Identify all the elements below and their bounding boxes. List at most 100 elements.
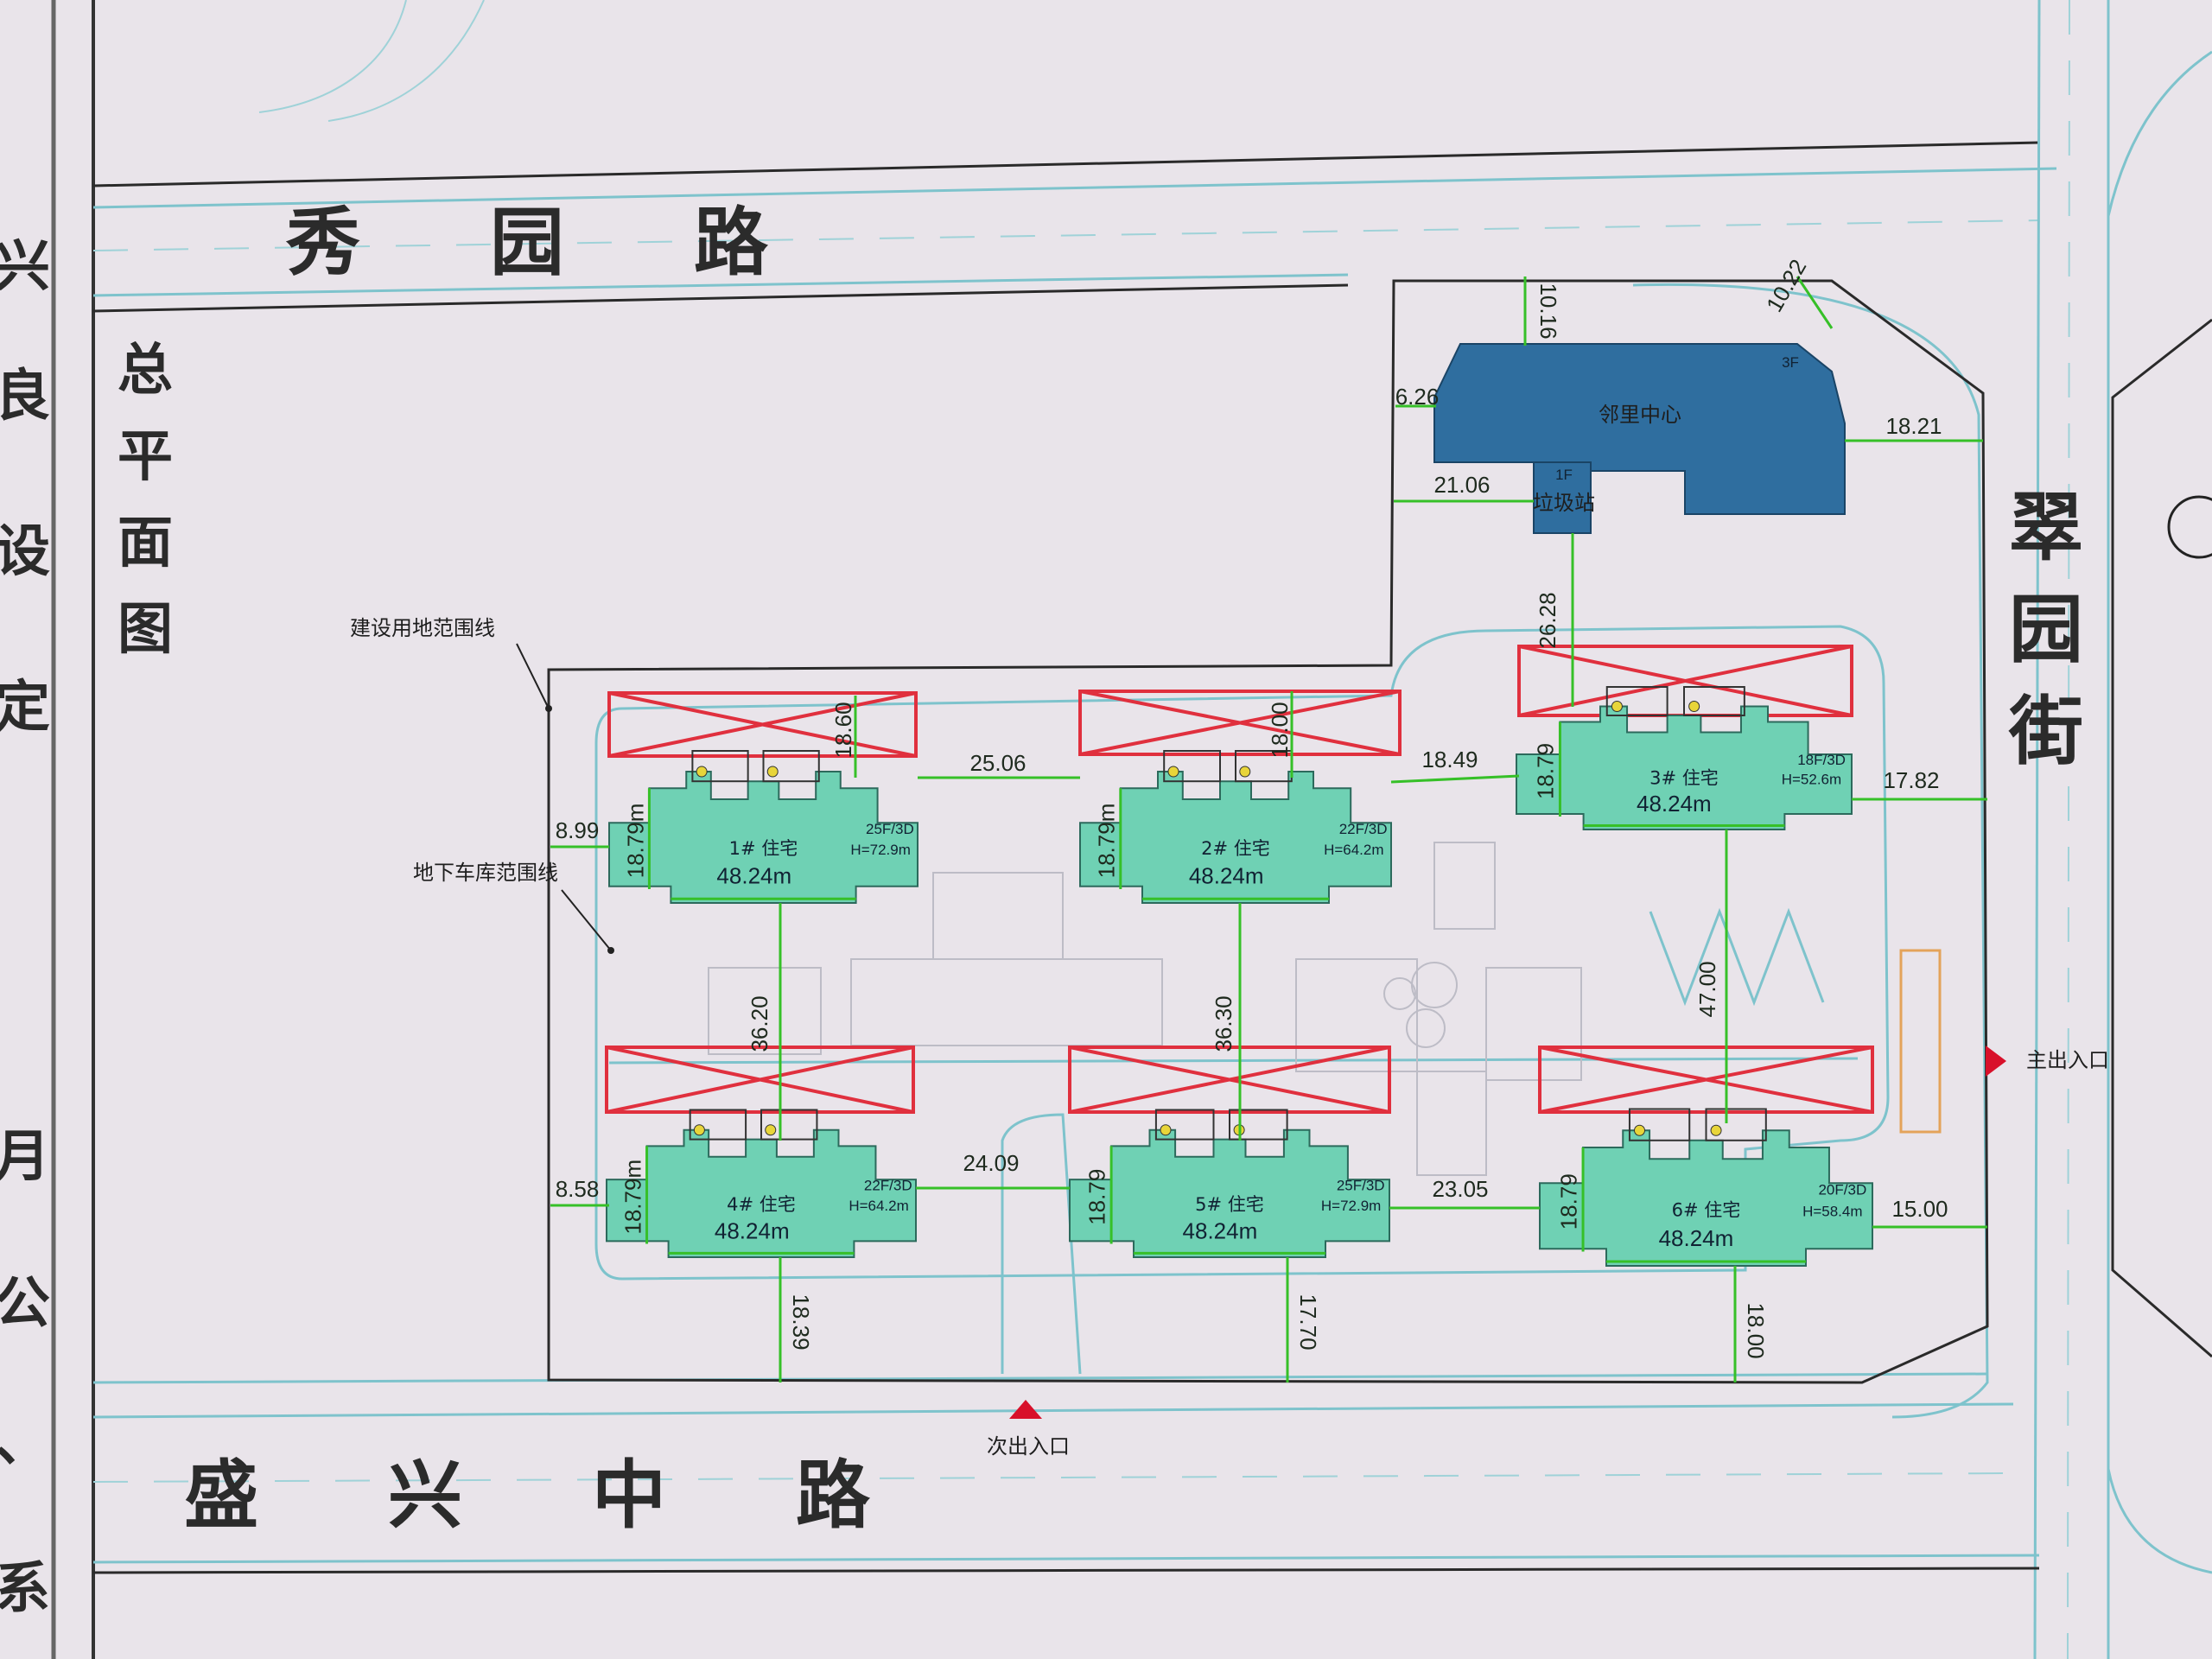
- north-road-name: 秀 园 路: [285, 200, 820, 286]
- landscape-pad: [1416, 1071, 1487, 1176]
- dimension-lines: [550, 276, 1987, 1382]
- landscape-circle: [1383, 977, 1416, 1010]
- dim-23-05: 23.05: [1432, 1176, 1488, 1202]
- opposite-block: [2111, 318, 2212, 1358]
- construction-boundary-line: [547, 279, 1989, 1384]
- building-depth: 18.79m: [622, 804, 648, 879]
- core-marker: [766, 766, 779, 778]
- building-height: H=64.2m: [849, 1198, 908, 1214]
- building-floors: 25F/3D: [866, 821, 914, 837]
- building-height: H=52.6m: [1782, 772, 1841, 788]
- building-length: 48.24m: [1189, 863, 1264, 889]
- reserved-zone: [1078, 690, 1402, 756]
- landscape-circle: [1411, 962, 1458, 1008]
- landscape-features: [708, 842, 1942, 1176]
- reserved-zone: [1538, 1046, 1874, 1114]
- secondary-entrance-marker: [1009, 1400, 1042, 1419]
- dim-10-16: 10.16: [1535, 283, 1561, 339]
- road-edge: [92, 283, 1349, 313]
- reserved-zone: [1517, 645, 1853, 717]
- core-outline: [1628, 1108, 1691, 1141]
- dim-6-26: 6.26: [1395, 384, 1440, 410]
- road-centerline: [92, 219, 2040, 251]
- trash-station-building: [1533, 461, 1592, 534]
- core-marker: [1611, 701, 1623, 712]
- secondary-entrance-label: 次出入口: [987, 1434, 1070, 1459]
- dim-36-20: 36.20: [747, 995, 772, 1052]
- dim-line: [1390, 774, 1520, 784]
- building-length: 48.24m: [1183, 1217, 1258, 1243]
- internal-road: [608, 1057, 1859, 1065]
- building-floors: 22F/3D: [1339, 821, 1388, 837]
- building-length: 48.24m: [1637, 791, 1712, 817]
- east-road-name: 翠园街: [2008, 485, 2083, 775]
- dim-36-30: 36.30: [1211, 995, 1236, 1052]
- dim-8-99: 8.99: [556, 817, 600, 843]
- core-marker: [1634, 1124, 1645, 1136]
- core-outline: [1229, 1109, 1288, 1141]
- building-floors: 18F/3D: [1797, 752, 1846, 768]
- trash-station-floors: 1F: [1555, 467, 1573, 483]
- landscape-pad: [1433, 842, 1496, 930]
- building-depth: 18.79: [1533, 743, 1559, 799]
- building-footprint: [1079, 771, 1392, 904]
- east-road: [2033, 0, 2212, 1659]
- road-line: [92, 273, 1349, 297]
- road-line: [92, 1402, 2014, 1419]
- road-centerline: [2067, 0, 2070, 1659]
- construction-boundary-label: 建设用地范围线: [350, 616, 495, 640]
- reserved-zones: [605, 645, 1874, 1114]
- leader-line: [561, 889, 612, 951]
- community-center-building: [1433, 343, 1846, 515]
- dim-24-09: 24.09: [963, 1150, 1019, 1176]
- community-center-floors: 3F: [1782, 354, 1799, 371]
- dim-18-49: 18.49: [1421, 747, 1478, 772]
- core-marker: [1167, 766, 1179, 778]
- building-depth: 18.79m: [1094, 804, 1120, 879]
- core-marker: [693, 1124, 705, 1136]
- road-edge: [92, 141, 2040, 188]
- building-name: 5# 住宅: [1195, 1194, 1264, 1215]
- building-length: 48.24m: [716, 863, 791, 889]
- garage-boundary-label: 地下车库范围线: [413, 861, 558, 885]
- trash-station-label: 垃圾站: [1533, 491, 1595, 515]
- building-length: 48.24m: [1659, 1225, 1734, 1251]
- building-depth: 18.79: [1555, 1173, 1581, 1230]
- road-curve: [258, 0, 407, 113]
- building-name: 6# 住宅: [1672, 1199, 1741, 1220]
- road-curve: [2107, 50, 2212, 217]
- road-line: [92, 1372, 1988, 1384]
- building-height: H=58.4m: [1802, 1203, 1862, 1219]
- road-edge: [92, 1567, 2040, 1574]
- core-marker: [1710, 1124, 1722, 1136]
- building-name: 4# 住宅: [727, 1194, 796, 1215]
- north-arrow-icon: [2167, 495, 2212, 559]
- main-entrance: 主出入口: [1986, 1046, 2109, 1077]
- core-outline: [1705, 1108, 1767, 1141]
- dim-8-58: 8.58: [556, 1176, 600, 1202]
- core-outline: [762, 750, 820, 783]
- north-road: [92, 0, 2057, 1419]
- dim-47-00: 47.00: [1694, 961, 1720, 1017]
- building-floors: 20F/3D: [1818, 1182, 1866, 1198]
- dim-18-00-bottom: 18.00: [1743, 1302, 1769, 1358]
- landscape-pad: [1295, 958, 1418, 1072]
- core-marker: [1160, 1124, 1172, 1136]
- leader-dot: [607, 947, 614, 954]
- south-road: [92, 1372, 2040, 1574]
- building-height: H=72.9m: [1321, 1198, 1381, 1214]
- building-name: 3# 住宅: [1649, 768, 1719, 789]
- landscape-pad: [708, 967, 822, 1055]
- main-entrance-label: 主出入口: [2026, 1048, 2109, 1072]
- ramp-road: [1001, 1113, 1082, 1375]
- core-outline: [1605, 686, 1669, 716]
- community-center: 邻里中心 3F 1F 垃圾站: [1433, 343, 1846, 534]
- core-marker: [1688, 701, 1700, 712]
- dim-21-06: 21.06: [1433, 472, 1490, 498]
- dim-26-28: 26.28: [1535, 592, 1560, 648]
- drawing-title: 总平面图: [118, 339, 173, 662]
- building-depth: 18.79: [1084, 1169, 1110, 1225]
